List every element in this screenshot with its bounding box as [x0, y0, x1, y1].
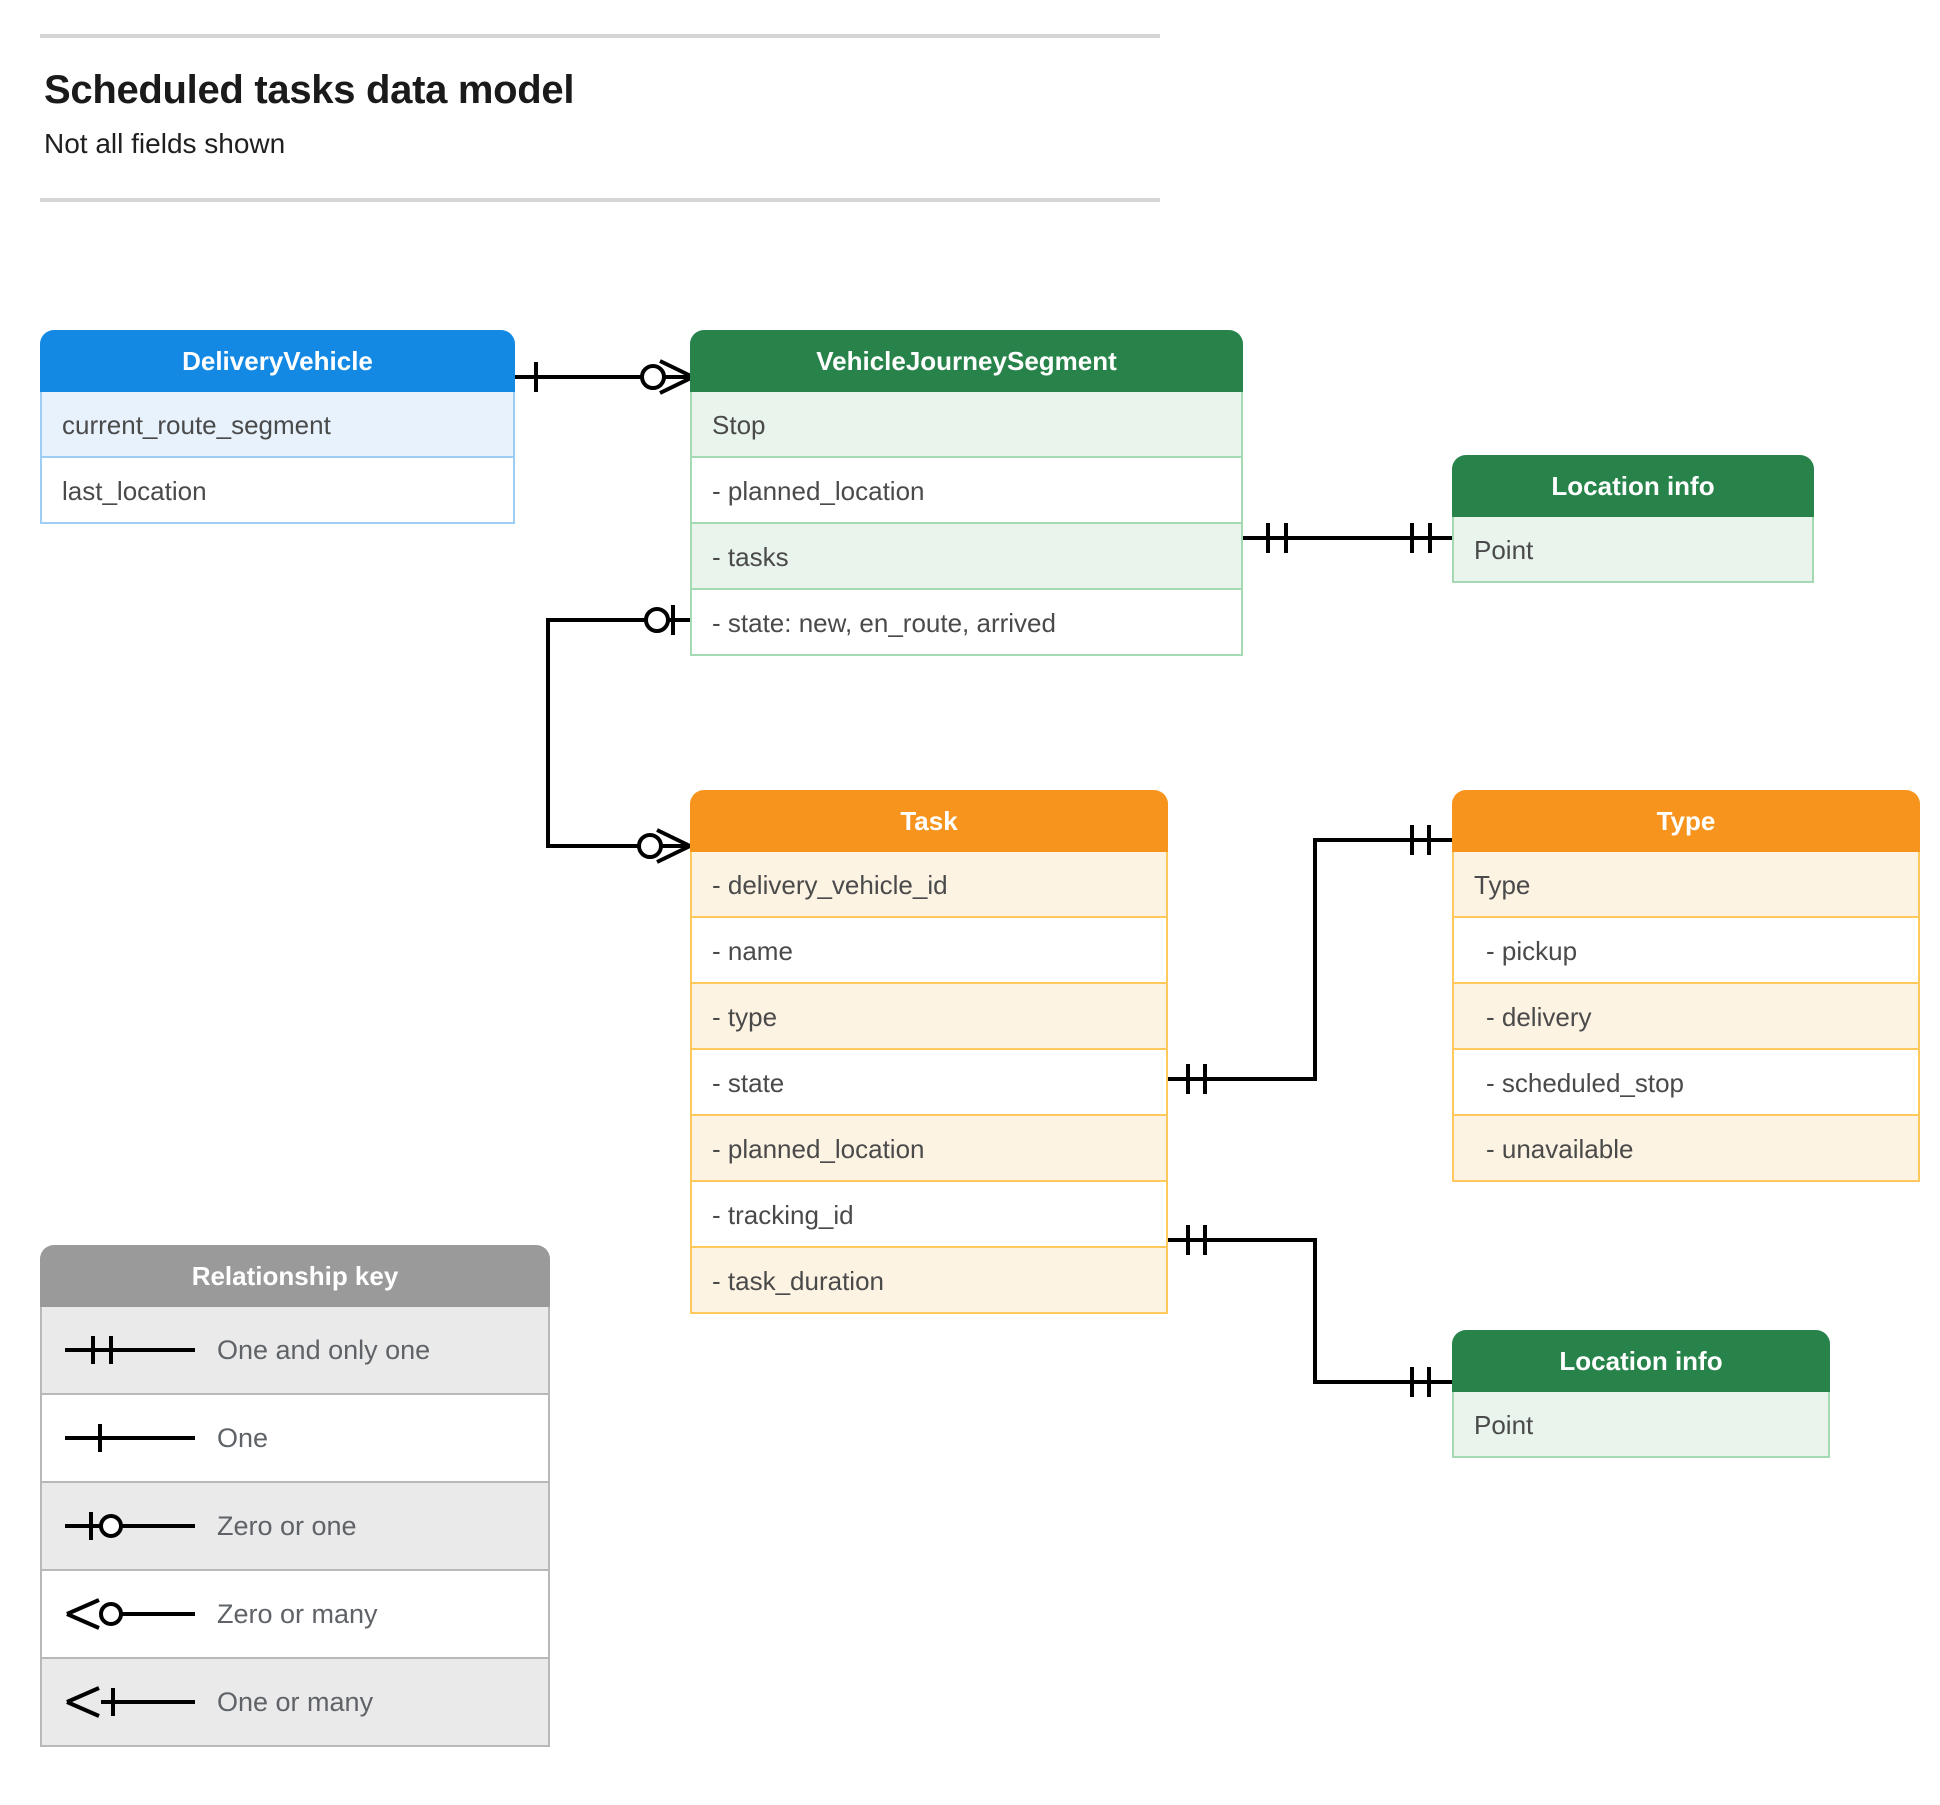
legend-item-zero-or-many: Zero or many [40, 1571, 550, 1659]
field-row[interactable]: - task_duration [690, 1248, 1168, 1314]
field-row[interactable]: - type [690, 984, 1168, 1050]
one-symbol-icon [42, 1418, 217, 1458]
field-row[interactable]: - tasks [690, 524, 1243, 590]
entity-title-vehicle-journey-segment: VehicleJourneySegment [690, 330, 1243, 392]
legend-item-label: One and only one [217, 1334, 431, 1365]
legend-title: Relationship key [40, 1245, 550, 1307]
field-row[interactable]: - delivery_vehicle_id [690, 852, 1168, 918]
one-and-only-one-symbol-icon [42, 1330, 217, 1370]
page-subtitle: Not all fields shown [44, 128, 286, 159]
legend-item-label: Zero or one [217, 1510, 357, 1541]
legend-item-label: Zero or many [217, 1598, 378, 1629]
zero-or-one-symbol-icon [42, 1506, 217, 1546]
field-row[interactable]: - pickup [1452, 918, 1920, 984]
entity-location-info-top[interactable]: Location info Point [1452, 455, 1814, 583]
field-row[interactable]: - state: new, en_route, arrived [690, 590, 1243, 656]
entity-vehicle-journey-segment[interactable]: VehicleJourneySegment Stop - planned_loc… [690, 330, 1243, 656]
field-row[interactable]: Type [1452, 852, 1920, 918]
entity-task[interactable]: Task - delivery_vehicle_id - name - type… [690, 790, 1168, 1314]
entity-delivery-vehicle[interactable]: DeliveryVehicle current_route_segment la… [40, 330, 515, 524]
entity-type[interactable]: Type Type - pickup - delivery - schedule… [1452, 790, 1920, 1182]
relationship-key-legend: Relationship key One and only one [40, 1245, 550, 1747]
field-row[interactable]: - scheduled_stop [1452, 1050, 1920, 1116]
legend-item-one: One [40, 1395, 550, 1483]
entity-title-location-info-top: Location info [1452, 455, 1814, 517]
header-divider-top [40, 34, 1160, 38]
legend-item-one-and-only-one: One and only one [40, 1307, 550, 1395]
entity-title-location-info-bottom: Location info [1452, 1330, 1830, 1392]
field-row[interactable]: - tracking_id [690, 1182, 1168, 1248]
legend-item-label: One or many [217, 1686, 374, 1717]
legend-item-one-or-many: One or many [40, 1659, 550, 1747]
field-row[interactable]: - delivery [1452, 984, 1920, 1050]
entity-title-delivery-vehicle: DeliveryVehicle [40, 330, 515, 392]
one-or-many-symbol-icon [42, 1682, 217, 1722]
field-row[interactable]: Point [1452, 1392, 1830, 1458]
page-title: Scheduled tasks data model [44, 68, 575, 112]
zero-or-many-symbol-icon [42, 1594, 217, 1634]
field-row[interactable]: - planned_location [690, 1116, 1168, 1182]
entity-location-info-bottom[interactable]: Location info Point [1452, 1330, 1830, 1458]
legend-item-label: One [217, 1422, 269, 1453]
entity-title-task: Task [690, 790, 1168, 852]
field-row[interactable]: last_location [40, 458, 515, 524]
field-row[interactable]: Point [1452, 517, 1814, 583]
header-divider-bottom [40, 198, 1160, 202]
field-row[interactable]: - unavailable [1452, 1116, 1920, 1182]
legend-item-zero-or-one: Zero or one [40, 1483, 550, 1571]
field-row[interactable]: - state [690, 1050, 1168, 1116]
field-row[interactable]: Stop [690, 392, 1243, 458]
entity-title-type: Type [1452, 790, 1920, 852]
field-row[interactable]: - name [690, 918, 1168, 984]
field-row[interactable]: current_route_segment [40, 392, 515, 458]
field-row[interactable]: - planned_location [690, 458, 1243, 524]
